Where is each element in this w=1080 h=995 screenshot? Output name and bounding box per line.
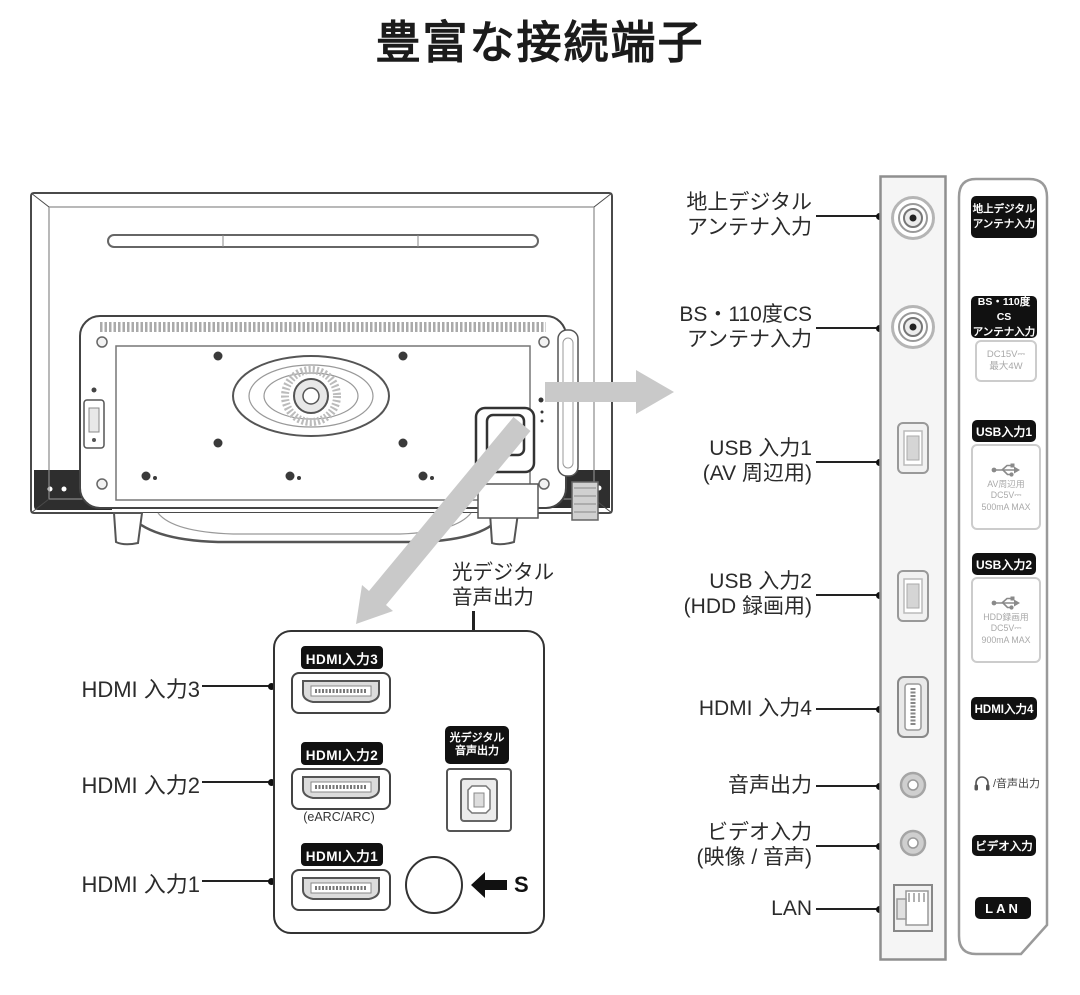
leader-line (816, 785, 880, 787)
lan-port-icon (893, 884, 933, 932)
label-lan: LAN (771, 897, 812, 920)
hdmi-port-2-icon (291, 768, 391, 810)
label-hdmi-input-2: HDMI 入力2 (81, 773, 200, 798)
leader-dot (268, 779, 275, 786)
panel-spec-bs: DC15V⎓ 最大4W (975, 340, 1037, 382)
label-hdmi-input-3: HDMI 入力3 (81, 677, 200, 702)
leader-line (816, 908, 880, 910)
label-video-input: ビデオ入力 (映像 / 音声) (696, 821, 813, 869)
panel-spec-usb2: HDD録画用 DC5V⎓ 900mA MAX (971, 577, 1041, 663)
panel-badge-lan: LAN (975, 897, 1031, 919)
hdmi-detail-panel: HDMI入力3 HDMI入力2 (eARC/ARC) HDMI入力1 (273, 630, 545, 934)
panel-label-audio-out: /音声出力 (964, 771, 1048, 795)
leader-line (202, 880, 274, 882)
detail-badge-hdmi3: HDMI入力3 (301, 646, 383, 669)
leader-line (202, 781, 274, 783)
panel-spec-usb1: AV周辺用 DC5V⎓ 500mA MAX (971, 444, 1041, 530)
detail-badge-hdmi1: HDMI入力1 (301, 843, 383, 866)
leader-line (816, 708, 880, 710)
panel-badge-video-in: ビデオ入力 (972, 835, 1036, 856)
coax-port-terrestrial-icon (891, 196, 935, 240)
leader-line (816, 215, 880, 217)
optical-port-icon (446, 768, 512, 832)
leader-line (816, 594, 880, 596)
panel-badge-terrestrial: 地上デジタル アンテナ入力 (971, 196, 1037, 238)
tv-back-illustration (30, 192, 613, 546)
detail-badge-optical: 光デジタル 音声出力 (445, 726, 509, 764)
coax-port-bs-cs-icon (891, 305, 935, 349)
arrow-left-icon (471, 872, 507, 898)
usb-trident-icon (991, 596, 1020, 610)
hdmi-port-3-icon (291, 672, 391, 714)
panel-badge-bs-cs: BS・110度CS アンテナ入力 (971, 295, 1037, 338)
s-marker: S (471, 872, 529, 898)
panel-badge-usb1: USB入力1 (972, 420, 1036, 442)
usb-port-1-icon (897, 422, 929, 474)
port-strip-illustration (879, 175, 947, 961)
panel-badge-hdmi4: HDMI入力4 (971, 697, 1037, 720)
label-bs-cs-antenna-input: BS・110度CS アンテナ入力 (679, 303, 812, 351)
label-usb-input-2: USB 入力2 (HDD 録画用) (683, 570, 812, 618)
page-title: 豊富な接続端子 (375, 17, 705, 68)
leader-line (816, 327, 880, 329)
label-audio-output: 音声出力 (728, 774, 812, 797)
headphones-icon (974, 776, 990, 791)
label-hdmi-input-1: HDMI 入力1 (81, 872, 200, 897)
mounting-hole (405, 856, 463, 914)
leader-dot (268, 878, 275, 885)
label-hdmi-input-4: HDMI 入力4 (698, 697, 812, 720)
leader-line (816, 461, 880, 463)
leader-line (816, 845, 880, 847)
video-in-jack-icon (899, 829, 927, 857)
leader-dot (268, 683, 275, 690)
hdmi-port-1-icon (291, 869, 391, 911)
leader-line (202, 685, 274, 687)
label-optical-digital-audio-out: 光デジタル 音声出力 (452, 561, 555, 609)
hdmi-port-4-icon (897, 676, 929, 738)
earc-note: (eARC/ARC) (303, 810, 375, 824)
detail-badge-hdmi2: HDMI入力2 (301, 742, 383, 765)
usb-port-2-icon (897, 570, 929, 622)
usb-trident-icon (991, 463, 1020, 477)
label-usb-input-1: USB 入力1 (AV 周辺用) (702, 437, 812, 485)
panel-badge-usb2: USB入力2 (972, 553, 1036, 575)
audio-out-jack-icon (899, 771, 927, 799)
label-terrestrial-antenna-input: 地上デジタル アンテナ入力 (686, 191, 812, 239)
